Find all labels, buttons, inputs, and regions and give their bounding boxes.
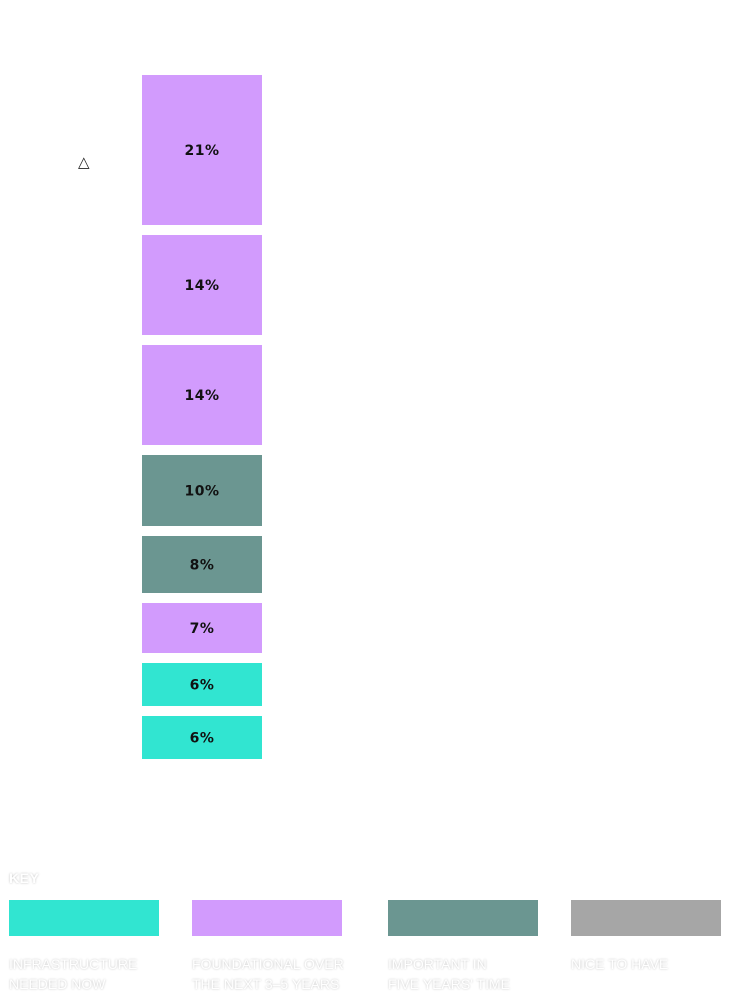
bar-segment-7 — [142, 716, 262, 759]
stacked-bar-chart: 21% 14% 14% 10% 8% 7% 6% 6% — [142, 75, 262, 759]
bar-segment-label-6: 6% — [190, 678, 215, 694]
bar-segment-label-3: 10% — [184, 484, 219, 500]
bar-segment-label-0: 21% — [184, 143, 219, 159]
key-label-nice: NICE TO HAVE — [571, 956, 669, 972]
bar-segment-label-1: 14% — [184, 278, 219, 294]
key-swatch-important — [388, 900, 538, 936]
triangle-marker-icon: △ — [78, 153, 90, 171]
bar-segment-5 — [142, 603, 262, 653]
key-item-important: IMPORTANT IN FIVE YEARS' TIME — [388, 900, 538, 994]
bar-segment-label-2: 14% — [184, 388, 219, 404]
bar-segment-1 — [142, 235, 262, 335]
key-item-infrastructure: INFRASTRUCTURE NEEDED NOW — [9, 900, 159, 994]
bar-segment-4 — [142, 536, 262, 593]
bar-segment-2 — [142, 345, 262, 445]
key-label-infrastructure: INFRASTRUCTURE NEEDED NOW — [9, 956, 138, 992]
bar-segment-6 — [142, 663, 262, 706]
bar-segment-0 — [142, 75, 262, 225]
key-label-important: IMPORTANT IN FIVE YEARS' TIME — [388, 956, 510, 992]
key-item-nice: NICE TO HAVE — [571, 900, 721, 974]
bar-segment-label-4: 8% — [190, 558, 215, 574]
key-item-foundational: FOUNDATIONAL OVER THE NEXT 3–5 YEARS — [192, 900, 344, 994]
bar-segment-label-7: 6% — [190, 731, 215, 747]
key-label-foundational: FOUNDATIONAL OVER THE NEXT 3–5 YEARS — [192, 956, 344, 992]
bar-segment-label-5: 7% — [190, 621, 215, 637]
key-swatch-foundational — [192, 900, 342, 936]
key-swatch-infrastructure — [9, 900, 159, 936]
key-title: KEY — [9, 870, 40, 886]
bar-segment-3 — [142, 455, 262, 526]
key-swatch-nice — [571, 900, 721, 936]
